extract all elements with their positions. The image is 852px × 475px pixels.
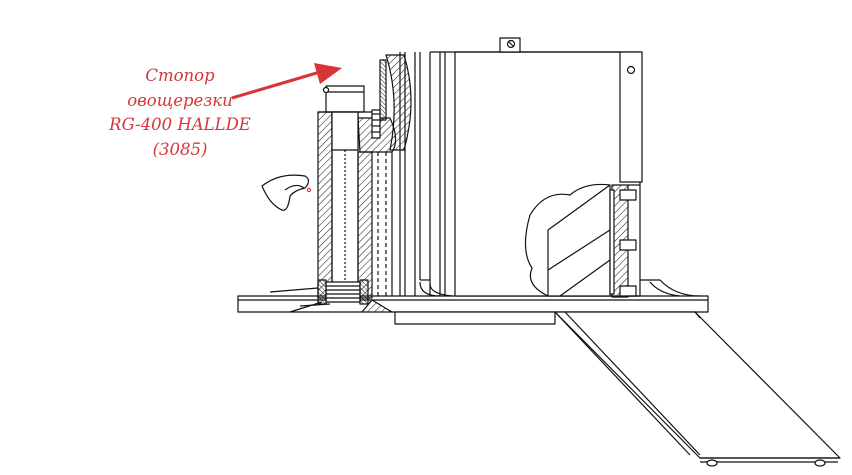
tube-assembly bbox=[317, 111, 393, 299]
threaded-nut bbox=[269, 279, 393, 313]
curved-wall-section bbox=[357, 54, 412, 153]
support-feet bbox=[419, 279, 701, 297]
bolted-flange bbox=[609, 184, 640, 298]
cam-detail bbox=[261, 174, 312, 211]
inclined-chute bbox=[554, 311, 841, 467]
callout-label: Стопор овощерезки RG-400 HALLDE (3085) bbox=[92, 64, 268, 162]
callout-line-3: RG-400 HALLDE bbox=[109, 115, 251, 134]
callout-line-1: Стопор bbox=[145, 66, 215, 85]
top-bracket bbox=[499, 37, 521, 53]
foot-plate bbox=[394, 311, 556, 325]
stopper-head bbox=[318, 85, 372, 151]
callout-arrow bbox=[231, 63, 342, 100]
callout-line-2: овощерезки bbox=[127, 90, 233, 110]
broken-section bbox=[524, 183, 611, 297]
base-plate bbox=[237, 295, 709, 313]
callout-line-4: (3085) bbox=[152, 139, 208, 159]
